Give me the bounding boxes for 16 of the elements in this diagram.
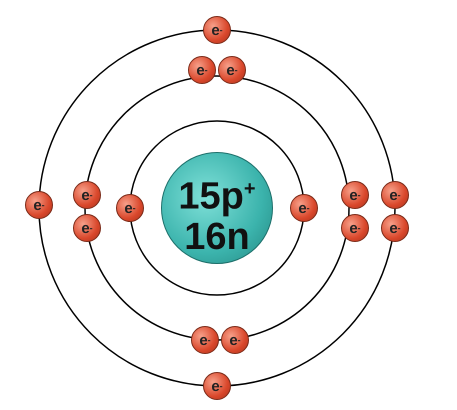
nucleus: 15p$^{+}$ 16n	[161, 152, 273, 264]
electron: e$^{-}$	[203, 372, 231, 400]
electron: e$^{-}$	[341, 181, 369, 209]
electron: e$^{-}$	[290, 194, 318, 222]
electron: e$^{-}$	[191, 326, 219, 354]
electron: e$^{-}$	[218, 56, 246, 84]
electron: e$^{-}$	[381, 181, 409, 209]
electron: e$^{-}$	[188, 56, 216, 84]
electron: e$^{-}$	[203, 16, 231, 44]
electron: e$^{-}$	[381, 214, 409, 242]
electron: e$^{-}$	[73, 181, 101, 209]
electron: e$^{-}$	[73, 214, 101, 242]
electron: e$^{-}$	[25, 191, 53, 219]
electron: e$^{-}$	[221, 326, 249, 354]
electron: e$^{-}$	[341, 214, 369, 242]
electron: e$^{-}$	[116, 194, 144, 222]
